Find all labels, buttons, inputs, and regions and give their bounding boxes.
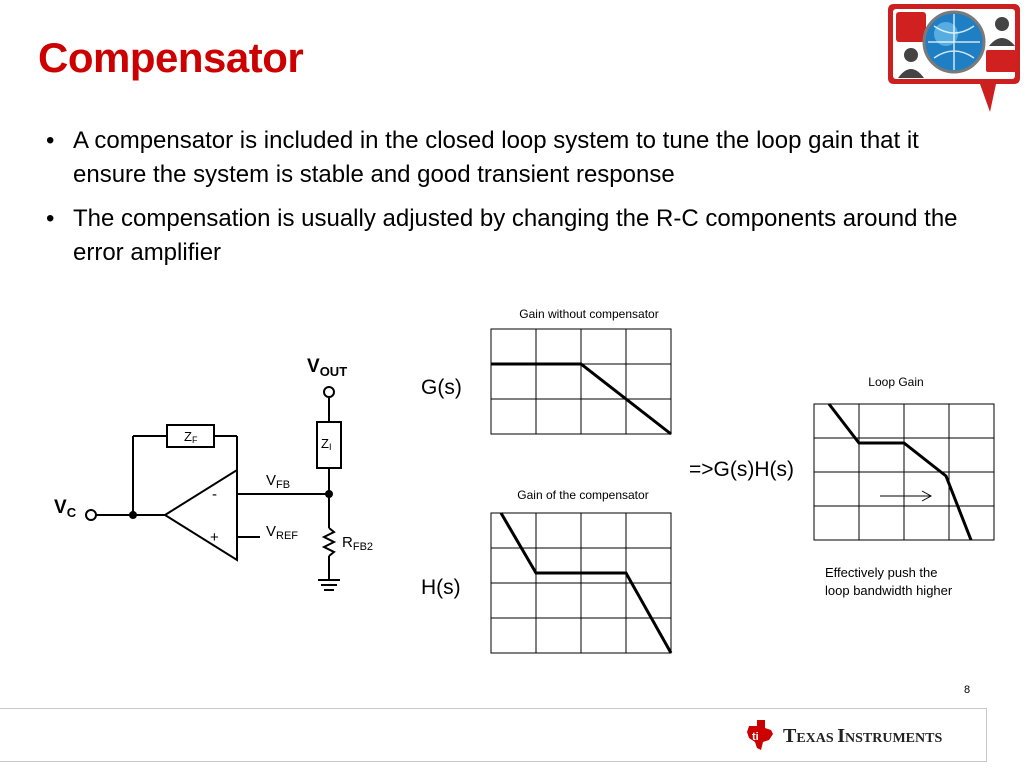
zi-label: ZI bbox=[321, 436, 331, 452]
right-arrow-icon bbox=[880, 490, 933, 502]
bullet-list: A compensator is included in the closed … bbox=[46, 124, 966, 280]
texas-state-icon bbox=[747, 720, 773, 750]
h-plot-curve bbox=[499, 512, 673, 654]
loop-plot-grid bbox=[813, 403, 995, 541]
loop-plot-title: Loop Gain bbox=[868, 375, 923, 389]
loop-plot-curve bbox=[827, 403, 973, 541]
page-number: 8 bbox=[964, 684, 971, 696]
plus-input-label: + bbox=[210, 529, 219, 546]
bullet-item: The compensation is usually adjusted by … bbox=[46, 202, 966, 270]
vfb-label: VFB bbox=[266, 472, 290, 491]
bandwidth-note-line2: loop bandwidth higher bbox=[825, 583, 953, 598]
vfb-node bbox=[325, 490, 333, 498]
connected-world-logo-icon bbox=[888, 4, 1020, 112]
bandwidth-note-line1: Effectively push the bbox=[825, 565, 938, 580]
page-title: Compensator bbox=[38, 34, 304, 81]
op-amp-symbol bbox=[163, 468, 238, 562]
h-plot-grid bbox=[490, 512, 672, 654]
zf-label: ZF bbox=[184, 429, 198, 445]
error-amplifier-circuit bbox=[95, 398, 342, 591]
g-plot-curve bbox=[491, 362, 672, 436]
texas-instruments-logo: ti TEXAS INSTRUMENTS bbox=[747, 720, 942, 750]
g-plot-label: G(s) bbox=[421, 376, 462, 399]
minus-input-label: - bbox=[212, 486, 217, 503]
company-name: TEXAS INSTRUMENTS bbox=[783, 725, 942, 747]
g-plot-grid bbox=[490, 328, 672, 435]
svg-text:ti: ti bbox=[752, 731, 759, 743]
h-plot-label: H(s) bbox=[421, 576, 461, 599]
rfb2-resistor bbox=[321, 527, 337, 557]
footer-bar bbox=[0, 708, 987, 762]
vout-label: VOUT bbox=[307, 356, 347, 379]
rfb2-label: RFB2 bbox=[342, 534, 373, 553]
g-plot-title: Gain without compensator bbox=[519, 307, 658, 321]
vref-label: VREF bbox=[266, 523, 298, 542]
bullet-item: A compensator is included in the closed … bbox=[46, 124, 966, 192]
vc-terminal bbox=[85, 509, 97, 521]
vout-terminal bbox=[323, 386, 335, 398]
h-plot-title: Gain of the compensator bbox=[517, 488, 648, 502]
vc-label: VC bbox=[54, 497, 77, 520]
vc-node bbox=[129, 511, 137, 519]
zi-impedance bbox=[316, 421, 342, 469]
loop-plot-label: =>G(s)H(s) bbox=[689, 458, 794, 481]
